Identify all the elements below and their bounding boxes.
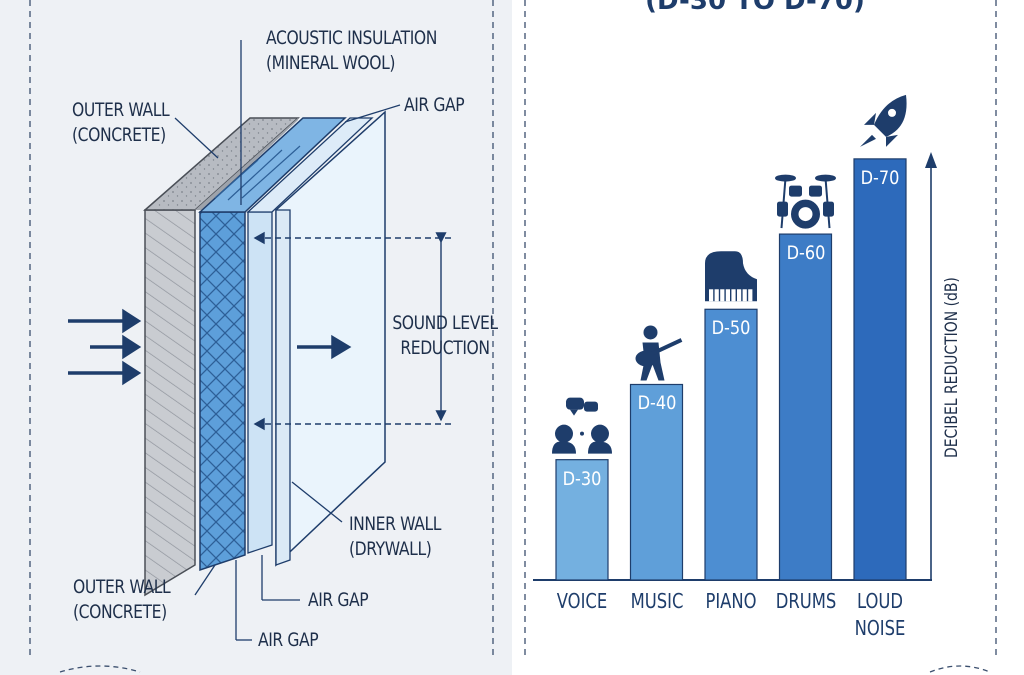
piano-icon	[705, 251, 757, 302]
category-label: MUSIC	[630, 589, 683, 613]
bar-value-label: D-40	[637, 392, 676, 415]
outer-wall-concrete	[143, 117, 300, 597]
bar-piano	[704, 308, 758, 581]
label-inner-wall: INNER WALL (DRYWALL)	[349, 513, 442, 560]
transmitted-sound-arrow	[297, 334, 352, 360]
label-outer-wall-top: OUTER WALL (CONCRETE)	[72, 99, 170, 146]
rocket-icon	[860, 94, 907, 147]
conversation-icon	[552, 397, 612, 454]
category-label: VOICE	[556, 589, 608, 613]
category-label: DRUMS	[775, 589, 836, 613]
bar-value-label: D-30	[562, 467, 602, 490]
inner-wall-drywall	[275, 110, 386, 567]
air-gap-layer	[246, 117, 374, 554]
acoustic-insulation-mineral-wool	[198, 117, 347, 572]
category-label: PIANO	[705, 589, 757, 613]
label-air-gap-top: AIR GAP	[404, 94, 465, 116]
guitarist-icon	[635, 325, 683, 381]
bar-value-label: D-50	[711, 317, 751, 340]
label-acoustic-insulation: ACOUSTIC INSULATION (MINERAL WOOL)	[266, 27, 438, 74]
bar-loud-noise	[853, 158, 907, 581]
label-air-gap-mid: AIR GAP	[308, 589, 369, 611]
bar-drums	[778, 233, 833, 581]
y-axis-label: DECIBEL REDUCTION (dB)	[942, 277, 962, 458]
label-sound-level-reduction: SOUND LEVEL REDUCTION	[392, 312, 498, 359]
bar-music	[629, 383, 684, 581]
bar-voice	[555, 459, 609, 581]
leader-lines	[174, 40, 401, 641]
bar-value-label: D-70	[860, 166, 900, 189]
bar-value-label: D-60	[786, 242, 825, 265]
label-outer-wall-bottom: OUTER WALL (CONCRETE)	[73, 576, 171, 623]
drum-kit-icon	[775, 174, 836, 229]
sound-level-reduction-dimension	[253, 231, 455, 431]
incoming-sound-arrows	[68, 308, 142, 386]
label-air-gap-bottom: AIR GAP	[258, 629, 319, 651]
chart-title-fragment: (D-30 TO D-70)	[645, 0, 865, 16]
